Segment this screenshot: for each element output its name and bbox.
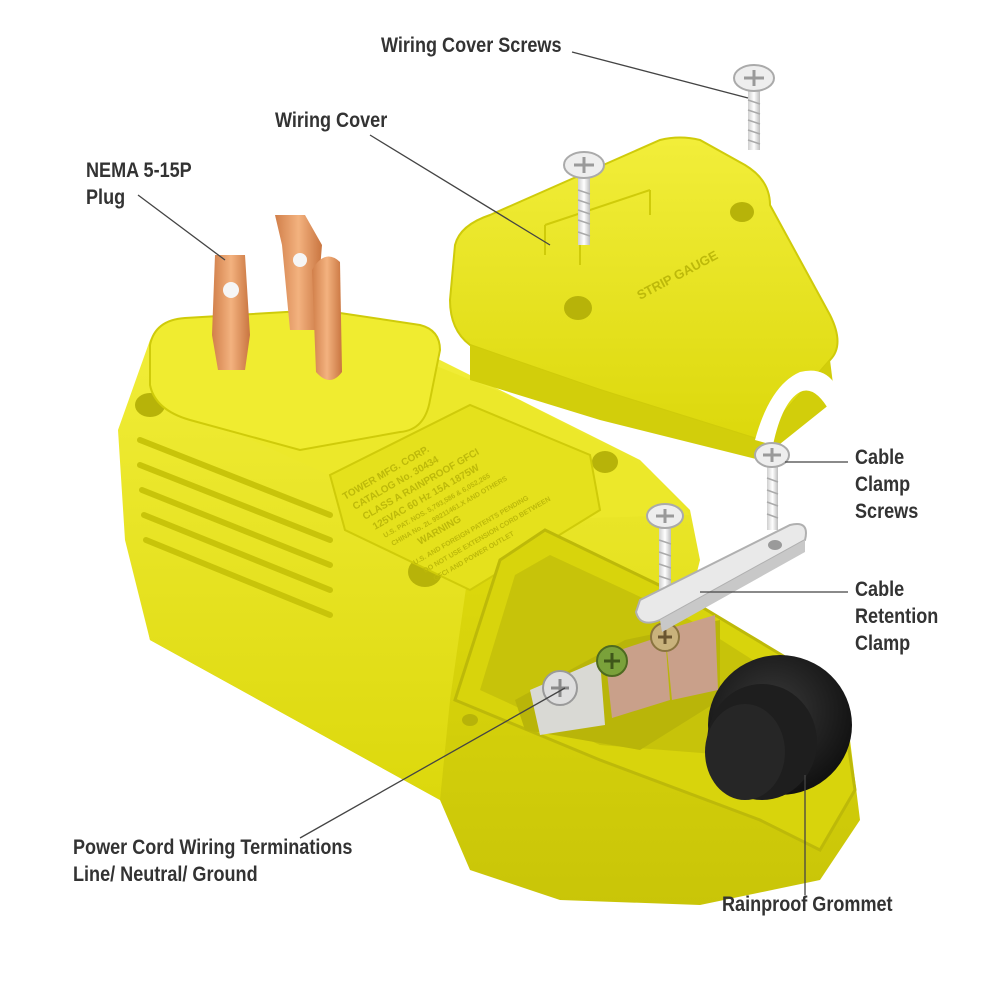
label-terminations-line-1: Power Cord Wiring Terminations — [73, 836, 353, 859]
label-power-cord-terminations: Power Cord Wiring Terminations Line/ Neu… — [73, 834, 352, 888]
label-cable-clamp-screws: Cable Clamp Screws — [855, 444, 918, 525]
wiring-cover: STRIP GAUGE — [448, 136, 840, 460]
label-terminations-line-2: Line/ Neutral/ Ground — [73, 863, 258, 886]
wiring-cover-screw-1 — [733, 64, 775, 150]
leader-wiring-cover — [369, 134, 551, 246]
wiring-cover-screw-2 — [563, 151, 605, 245]
label-rainproof-grommet: Rainproof Grommet — [722, 891, 893, 918]
label-retention-line-3: Clamp — [855, 632, 911, 655]
leader-wiring-cover-screws — [571, 51, 749, 99]
label-wiring-cover: Wiring Cover — [275, 107, 387, 134]
leader-terminations — [299, 687, 566, 839]
label-plug: NEMA 5-15P Plug — [86, 157, 192, 211]
label-grommet-text: Rainproof Grommet — [722, 893, 893, 916]
label-retention-line-2: Retention — [855, 605, 939, 628]
label-cable-retention-clamp: Cable Retention Clamp — [855, 576, 938, 657]
leader-plug — [137, 194, 226, 261]
label-clamp-screws-line-3: Screws — [855, 500, 919, 523]
label-clamp-screws-line-2: Clamp — [855, 473, 911, 496]
plug-face — [149, 215, 442, 452]
label-clamp-screws-line-1: Cable — [855, 446, 905, 469]
rainproof-grommet — [705, 655, 852, 800]
label-plug-line-1: NEMA 5-15P — [86, 159, 192, 182]
label-wiring-cover-screws: Wiring Cover Screws — [381, 32, 562, 59]
label-wiring-cover-screws-text: Wiring Cover Screws — [381, 34, 562, 57]
label-plug-line-2: Plug — [86, 186, 126, 209]
cable-clamp-screw-1 — [754, 442, 790, 530]
label-retention-line-1: Cable — [855, 578, 905, 601]
label-wiring-cover-text: Wiring Cover — [275, 109, 388, 132]
cable-retention-clamp — [634, 523, 807, 632]
